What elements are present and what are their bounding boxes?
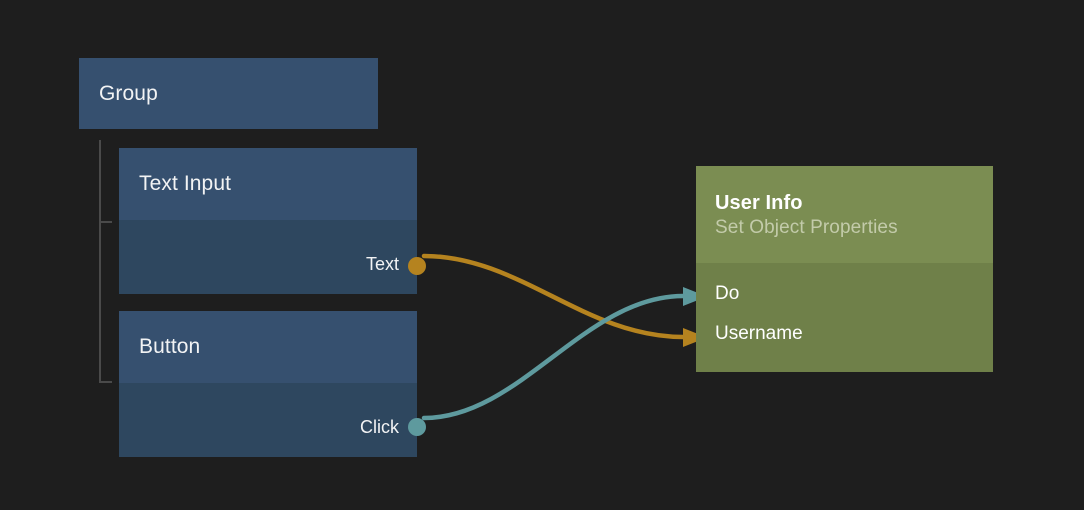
bracket-stub-text-input <box>99 221 112 223</box>
node-text-input[interactable]: Text Input Text <box>119 148 426 294</box>
node-button-title: Button <box>139 335 201 358</box>
output-port-click[interactable]: Click <box>360 417 399 437</box>
output-port-text[interactable]: Text <box>366 254 399 274</box>
node-user-info-subtitle: Set Object Properties <box>715 217 898 239</box>
node-text-input-header[interactable]: Text Input <box>119 148 417 220</box>
output-port-text-label: Text <box>365 253 399 274</box>
node-user-info-title: User Info <box>715 192 803 215</box>
node-text-input-body: Text <box>119 220 417 294</box>
node-button-header[interactable]: Button <box>119 311 417 383</box>
node-text-input-title: Text Input <box>139 172 232 195</box>
input-port-do[interactable]: Do <box>715 283 739 305</box>
socket-text-output[interactable] <box>408 257 426 275</box>
group-membership-bracket <box>99 140 113 383</box>
node-user-info-body: Do Username <box>696 263 993 372</box>
node-button-body: Click <box>119 383 417 457</box>
wire-text-to-username <box>421 253 686 340</box>
wire-click-to-do <box>421 293 686 421</box>
group-node-title: Group <box>99 81 158 105</box>
bracket-stub-button <box>99 381 112 383</box>
socket-click-output[interactable] <box>408 418 426 436</box>
input-port-username-label: Username <box>715 323 803 344</box>
output-port-click-label: Click <box>360 416 399 437</box>
node-user-info[interactable]: User Info Set Object Properties Do Usern… <box>696 166 993 372</box>
bracket-vertical-line <box>99 140 101 383</box>
input-port-username[interactable]: Username <box>715 323 803 345</box>
group-node[interactable]: Group <box>79 58 378 129</box>
node-button[interactable]: Button Click <box>119 311 426 457</box>
input-port-do-label: Do <box>715 283 740 304</box>
node-user-info-header[interactable]: User Info Set Object Properties <box>696 166 993 263</box>
